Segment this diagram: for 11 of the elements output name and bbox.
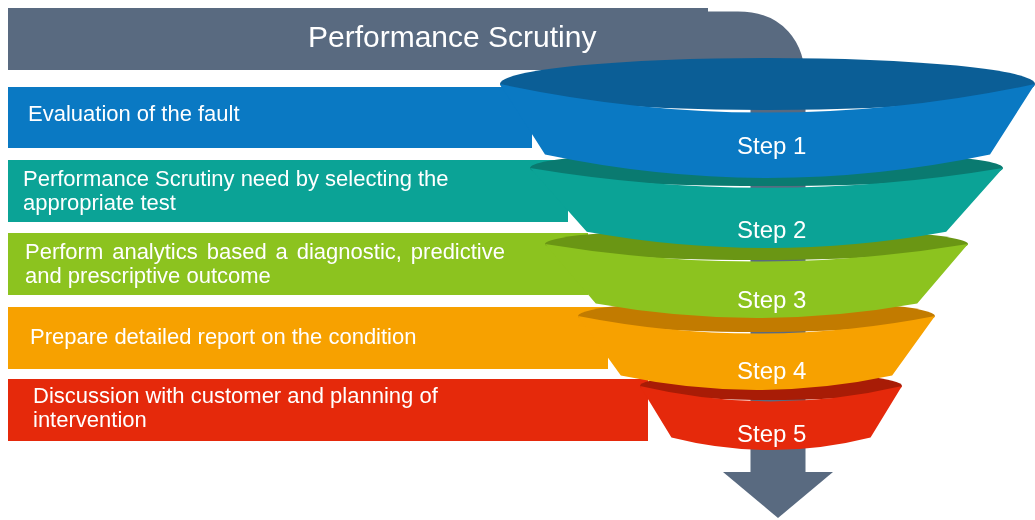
step-label: Step 5 <box>737 420 807 448</box>
step-label: Step 3 <box>737 286 807 314</box>
step-description: Discussion with customer and planning of intervention <box>33 384 439 432</box>
title-text: Performance Scrutiny <box>308 20 597 54</box>
step-label: Step 2 <box>737 216 807 244</box>
step-description: Performance Scrutiny need by selecting the appropriate test <box>23 167 450 215</box>
step-label: Step 4 <box>737 357 807 385</box>
step-description: Evaluation of the fault <box>28 102 241 126</box>
step-description: Prepare detailed report on the condition <box>30 325 418 349</box>
step-label: Step 1 <box>737 132 807 160</box>
step-description: Perform analytics based a diagnostic, predictive and prescriptive outcome <box>25 240 505 288</box>
